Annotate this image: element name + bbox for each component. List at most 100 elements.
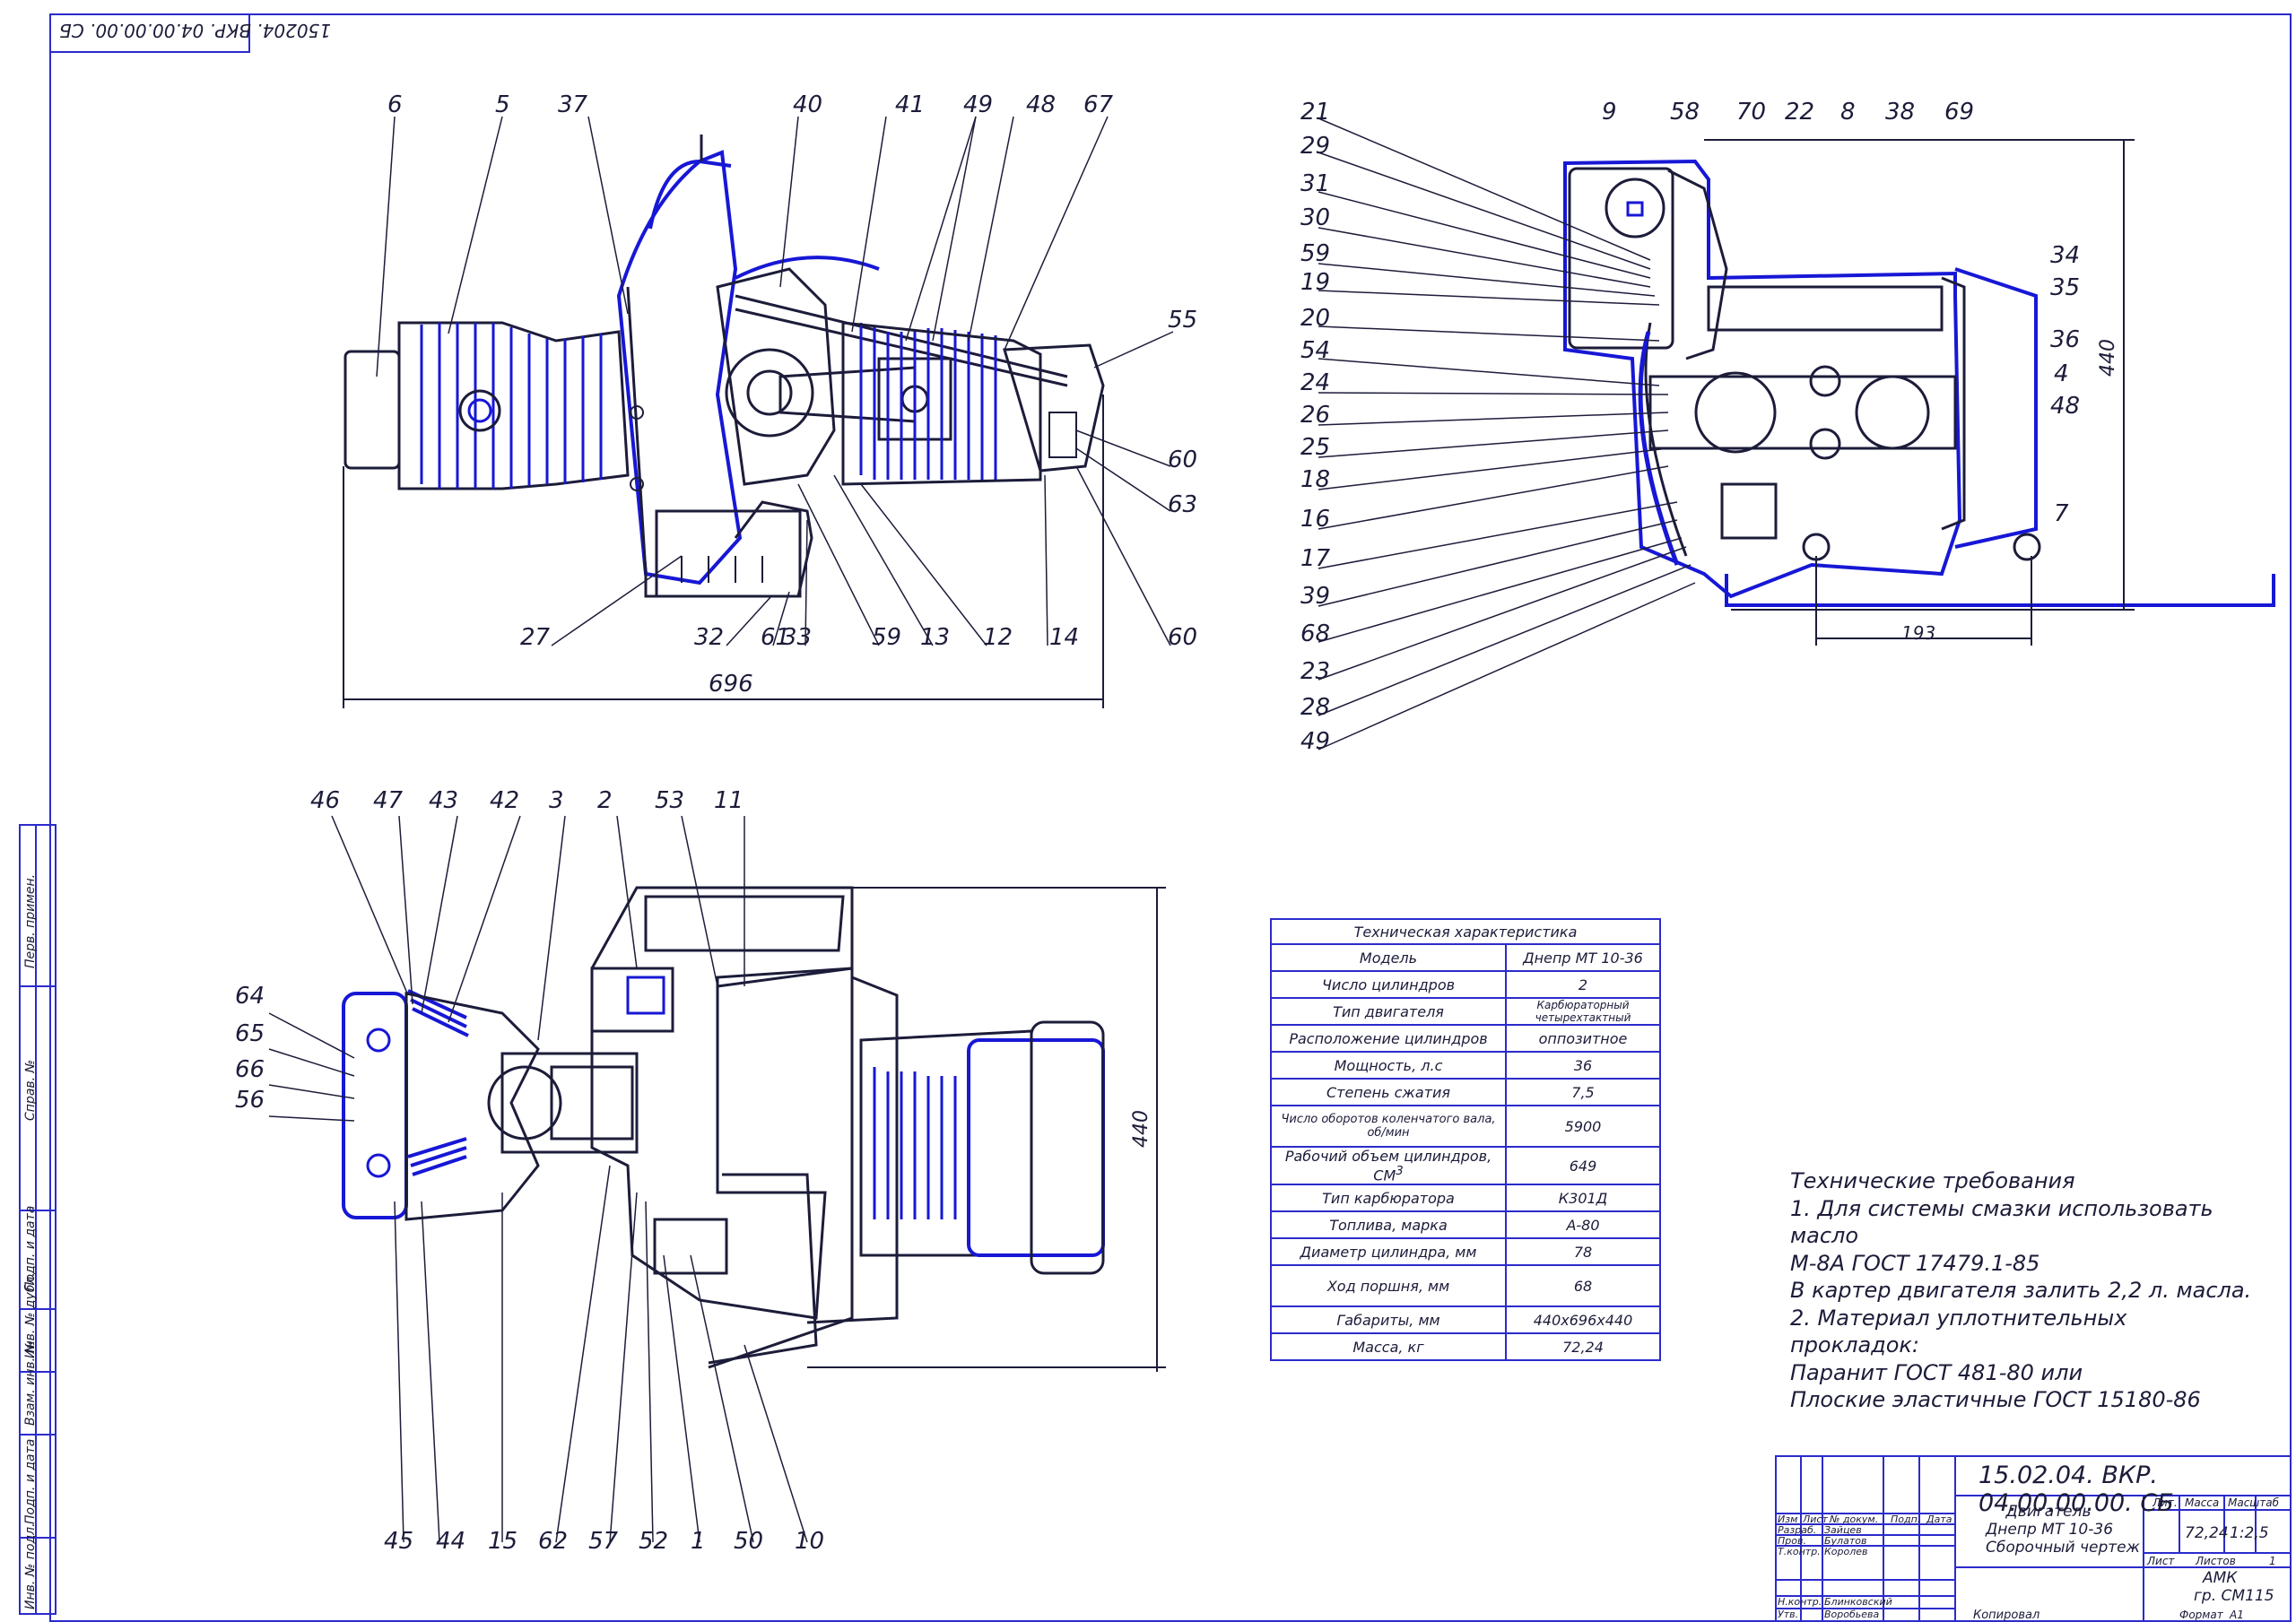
requirement-line: В картер двигателя залить 2,2 л. масла. (1790, 1278, 2252, 1303)
org-name: АМК (2203, 1569, 2238, 1587)
leader-lines (268, 116, 1696, 1543)
drawing-name: Двигатель Днепр МТ 10-36 Сборочный черте… (1986, 1503, 2140, 1557)
callout: 48 (2050, 393, 2081, 420)
table-cell: 72,24 (1505, 1332, 1661, 1362)
callout: 37 (558, 91, 588, 118)
callout: 70 (1736, 99, 1767, 126)
callout: 25 (1300, 434, 1331, 461)
stamp-head: Лист (1803, 1514, 1828, 1525)
callout: 3 (549, 787, 564, 814)
callout: 14 (1049, 624, 1080, 651)
callout: 47 (373, 787, 404, 814)
callout: 29 (1300, 133, 1331, 160)
callout: 26 (1300, 402, 1331, 429)
sheet-label: Лист (2147, 1555, 2175, 1567)
document-code: 15.02.04. ВКР. 04.00.00.00. СБ (1979, 1462, 2174, 1517)
callout: 32 (694, 624, 725, 651)
table-cell: Рабочий объем цилиндров, СМ3 (1270, 1145, 1507, 1186)
callout: 1 (691, 1528, 706, 1555)
stamp-head: Дата (1926, 1514, 1952, 1525)
scale-label: Масштаб (2228, 1496, 2280, 1509)
requirement-line: 1. Для системы смазки использовать масло (1790, 1195, 2213, 1249)
callout: 33 (782, 624, 813, 651)
stamp-head: Изм (1778, 1514, 1798, 1525)
table-cell: Диаметр цилиндра, мм (1270, 1237, 1507, 1267)
view-1-engine-side (343, 134, 1105, 708)
requirement-line: Паранит ГОСТ 481-80 или (1790, 1359, 2083, 1385)
technical-requirements: Технические требования 1. Для системы см… (1790, 1167, 2257, 1414)
table-cell: А-80 (1505, 1210, 1661, 1240)
table-cell: Расположение цилиндров (1270, 1024, 1507, 1053)
mass-label: Масса (2185, 1496, 2220, 1509)
table-cell: Днепр МТ 10-36 (1505, 943, 1661, 972)
callout: 56 (235, 1087, 265, 1114)
callout: 21 (1300, 99, 1331, 126)
side-label: Справ. № (23, 1059, 38, 1121)
person: Воробьева (1824, 1609, 1880, 1620)
table-cell: 78 (1505, 1237, 1661, 1267)
table-cell: Число оборотов коленчатого вала, об/мин (1270, 1105, 1507, 1148)
callout: 59 (1300, 240, 1331, 267)
requirement-line: Плоские эластичные ГОСТ 15180-86 (1790, 1387, 2201, 1412)
callout: 53 (655, 787, 685, 814)
callout: 52 (639, 1528, 669, 1555)
role: Разраб. (1778, 1524, 1817, 1536)
callout: 31 (1300, 170, 1331, 197)
callout: 42 (490, 787, 520, 814)
mass-value: 72,24 (2185, 1524, 2229, 1542)
person: Королев (1824, 1546, 1868, 1557)
table-cell: Тип карбюратора (1270, 1184, 1507, 1213)
group-name: гр. СМ115 (2194, 1587, 2274, 1605)
person: Зайцев (1824, 1524, 1862, 1536)
callout: 46 (310, 787, 341, 814)
callout: 69 (1944, 99, 1975, 126)
table-cell: Число цилиндров (1270, 970, 1507, 999)
side-strip (19, 824, 57, 1615)
table-cell: Масса, кг (1270, 1332, 1507, 1362)
table-cell: 2 (1505, 970, 1661, 999)
cell-text: Рабочий объем цилиндров, СМ (1284, 1148, 1492, 1184)
callout: 11 (714, 787, 744, 814)
side-label: Перв. примен. (23, 873, 38, 968)
callout: 19 (1300, 269, 1331, 296)
callout: 27 (520, 624, 551, 651)
side-label: Инв. № подл. (23, 1522, 38, 1609)
table-cell: Габариты, мм (1270, 1305, 1507, 1335)
callout: 5 (495, 91, 510, 118)
callout: 41 (895, 91, 926, 118)
callout: 20 (1300, 305, 1331, 332)
callout: 39 (1300, 583, 1331, 610)
stamp-head: Подп. (1891, 1514, 1921, 1525)
table-cell: Тип двигателя (1270, 997, 1507, 1026)
callout: 4 (2054, 360, 2069, 387)
callout: 2 (597, 787, 613, 814)
callout: 13 (920, 624, 951, 651)
person: Булатов (1824, 1535, 1867, 1547)
sheets-value: 1 (2269, 1555, 2276, 1567)
table-caption: Техническая характеристика (1270, 918, 1661, 945)
callout: 54 (1300, 337, 1331, 364)
view-2-cross-section (1563, 139, 2275, 646)
table-cell: Топлива, марка (1270, 1210, 1507, 1240)
role: Утв. (1778, 1609, 1799, 1620)
callout: 60 (1168, 624, 1198, 651)
person: Блинковский (1824, 1596, 1892, 1608)
callout: 10 (795, 1528, 825, 1555)
name-line: Сборочный чертеж (1986, 1539, 2140, 1557)
callout: 6 (387, 91, 403, 118)
callout: 12 (983, 624, 1013, 651)
role: Т.контр. (1778, 1546, 1821, 1557)
callout: 15 (488, 1528, 518, 1555)
callout: 49 (1300, 728, 1331, 755)
name-line: Днепр МТ 10-36 (1986, 1521, 2114, 1539)
table-cell: Карбюраторный четырехтактный (1505, 997, 1661, 1026)
callout: 64 (235, 983, 265, 1010)
callout: 68 (1300, 620, 1331, 647)
callout: 35 (2050, 274, 2081, 301)
dimension-440-bottom: 440 (1130, 1110, 1152, 1148)
dimension-193: 193 (1901, 622, 1936, 644)
sheets-label: Листов (2196, 1555, 2236, 1567)
callout: 44 (436, 1528, 466, 1555)
callout: 55 (1168, 307, 1198, 334)
